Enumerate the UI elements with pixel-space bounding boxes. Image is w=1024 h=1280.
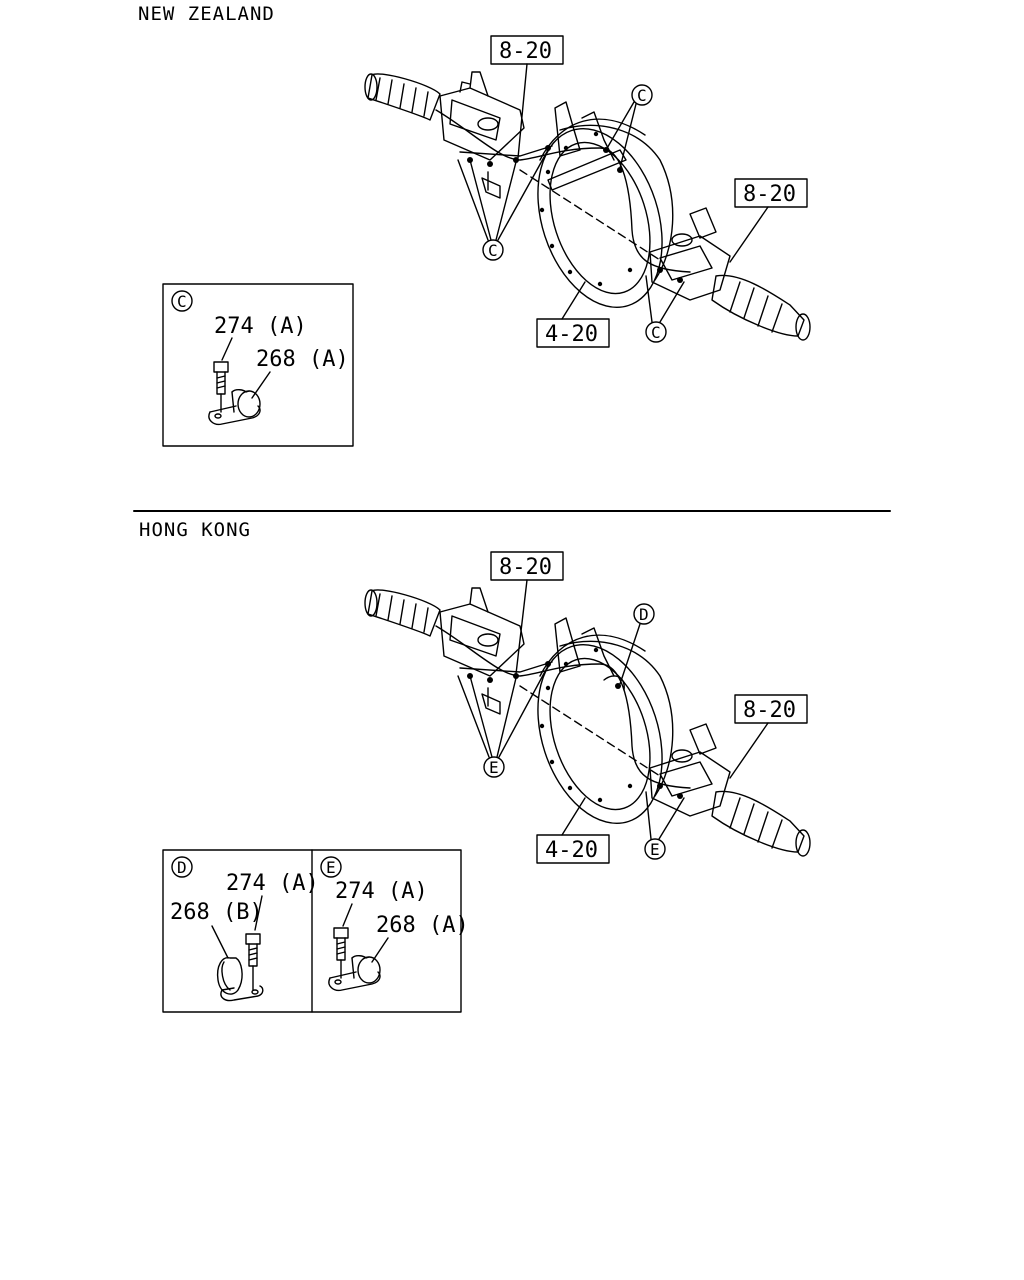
axle-housing-hk: [364, 587, 811, 857]
ref-box-8-20-hk-right: [734, 694, 808, 724]
detail-e-letter: E: [326, 858, 336, 877]
ref-label-hk-right: 8-20: [743, 698, 796, 723]
detail-c-bolt-label: 274 (A): [214, 314, 307, 339]
ref-label-hk-bottom: 4-20: [545, 838, 598, 863]
callout-e-hk-left: [483, 756, 505, 778]
detail-c-letter: C: [177, 292, 187, 311]
detail-d-clip-label: 268 (B): [170, 900, 263, 925]
detail-e-clip-label: 268 (A): [376, 913, 469, 938]
callout-d-hk: [633, 603, 655, 625]
svg-text:E: E: [489, 758, 499, 777]
ref-label-hk-top: 8-20: [499, 555, 552, 580]
svg-text:C: C: [637, 86, 647, 105]
callout-c-nz-left: [482, 239, 504, 261]
ref-label-nz-top: 8-20: [499, 39, 552, 64]
clip-icon: [216, 957, 264, 1002]
bolt-icon: [333, 927, 349, 979]
svg-text:C: C: [651, 323, 661, 342]
detail-c-clip-label: 268 (A): [256, 347, 349, 372]
section-title-hong-kong: HONG KONG: [139, 519, 251, 541]
ref-label-nz-right: 8-20: [743, 182, 796, 207]
callout-e-hk-right: [644, 838, 666, 860]
clip-icon: [328, 955, 381, 992]
section-title-new-zealand: NEW ZEALAND: [138, 3, 275, 25]
detail-d-letter: D: [177, 858, 187, 877]
clip-icon: [208, 389, 261, 426]
detail-d-letter-circle: [171, 856, 193, 878]
detail-box-c: [162, 283, 354, 447]
callout-c-nz-top: [631, 84, 653, 106]
svg-text:E: E: [650, 840, 660, 859]
ref-box-8-20-nz-right: [734, 178, 808, 208]
callout-c-nz-right: [645, 321, 667, 343]
detail-e-letter-circle: [320, 856, 342, 878]
detail-c-letter-circle: [171, 290, 193, 312]
axle-housing-nz: [364, 71, 811, 341]
bolt-icon: [245, 933, 261, 991]
ref-box-4-20-hk: [536, 834, 610, 864]
svg-text:C: C: [488, 241, 498, 260]
detail-e-bolt-label: 274 (A): [335, 879, 428, 904]
bolt-icon: [213, 361, 229, 413]
ref-label-nz-bottom: 4-20: [545, 322, 598, 347]
detail-d-bolt-label: 274 (A): [226, 871, 319, 896]
svg-text:D: D: [639, 605, 649, 624]
ref-box-4-20-nz: [536, 318, 610, 348]
